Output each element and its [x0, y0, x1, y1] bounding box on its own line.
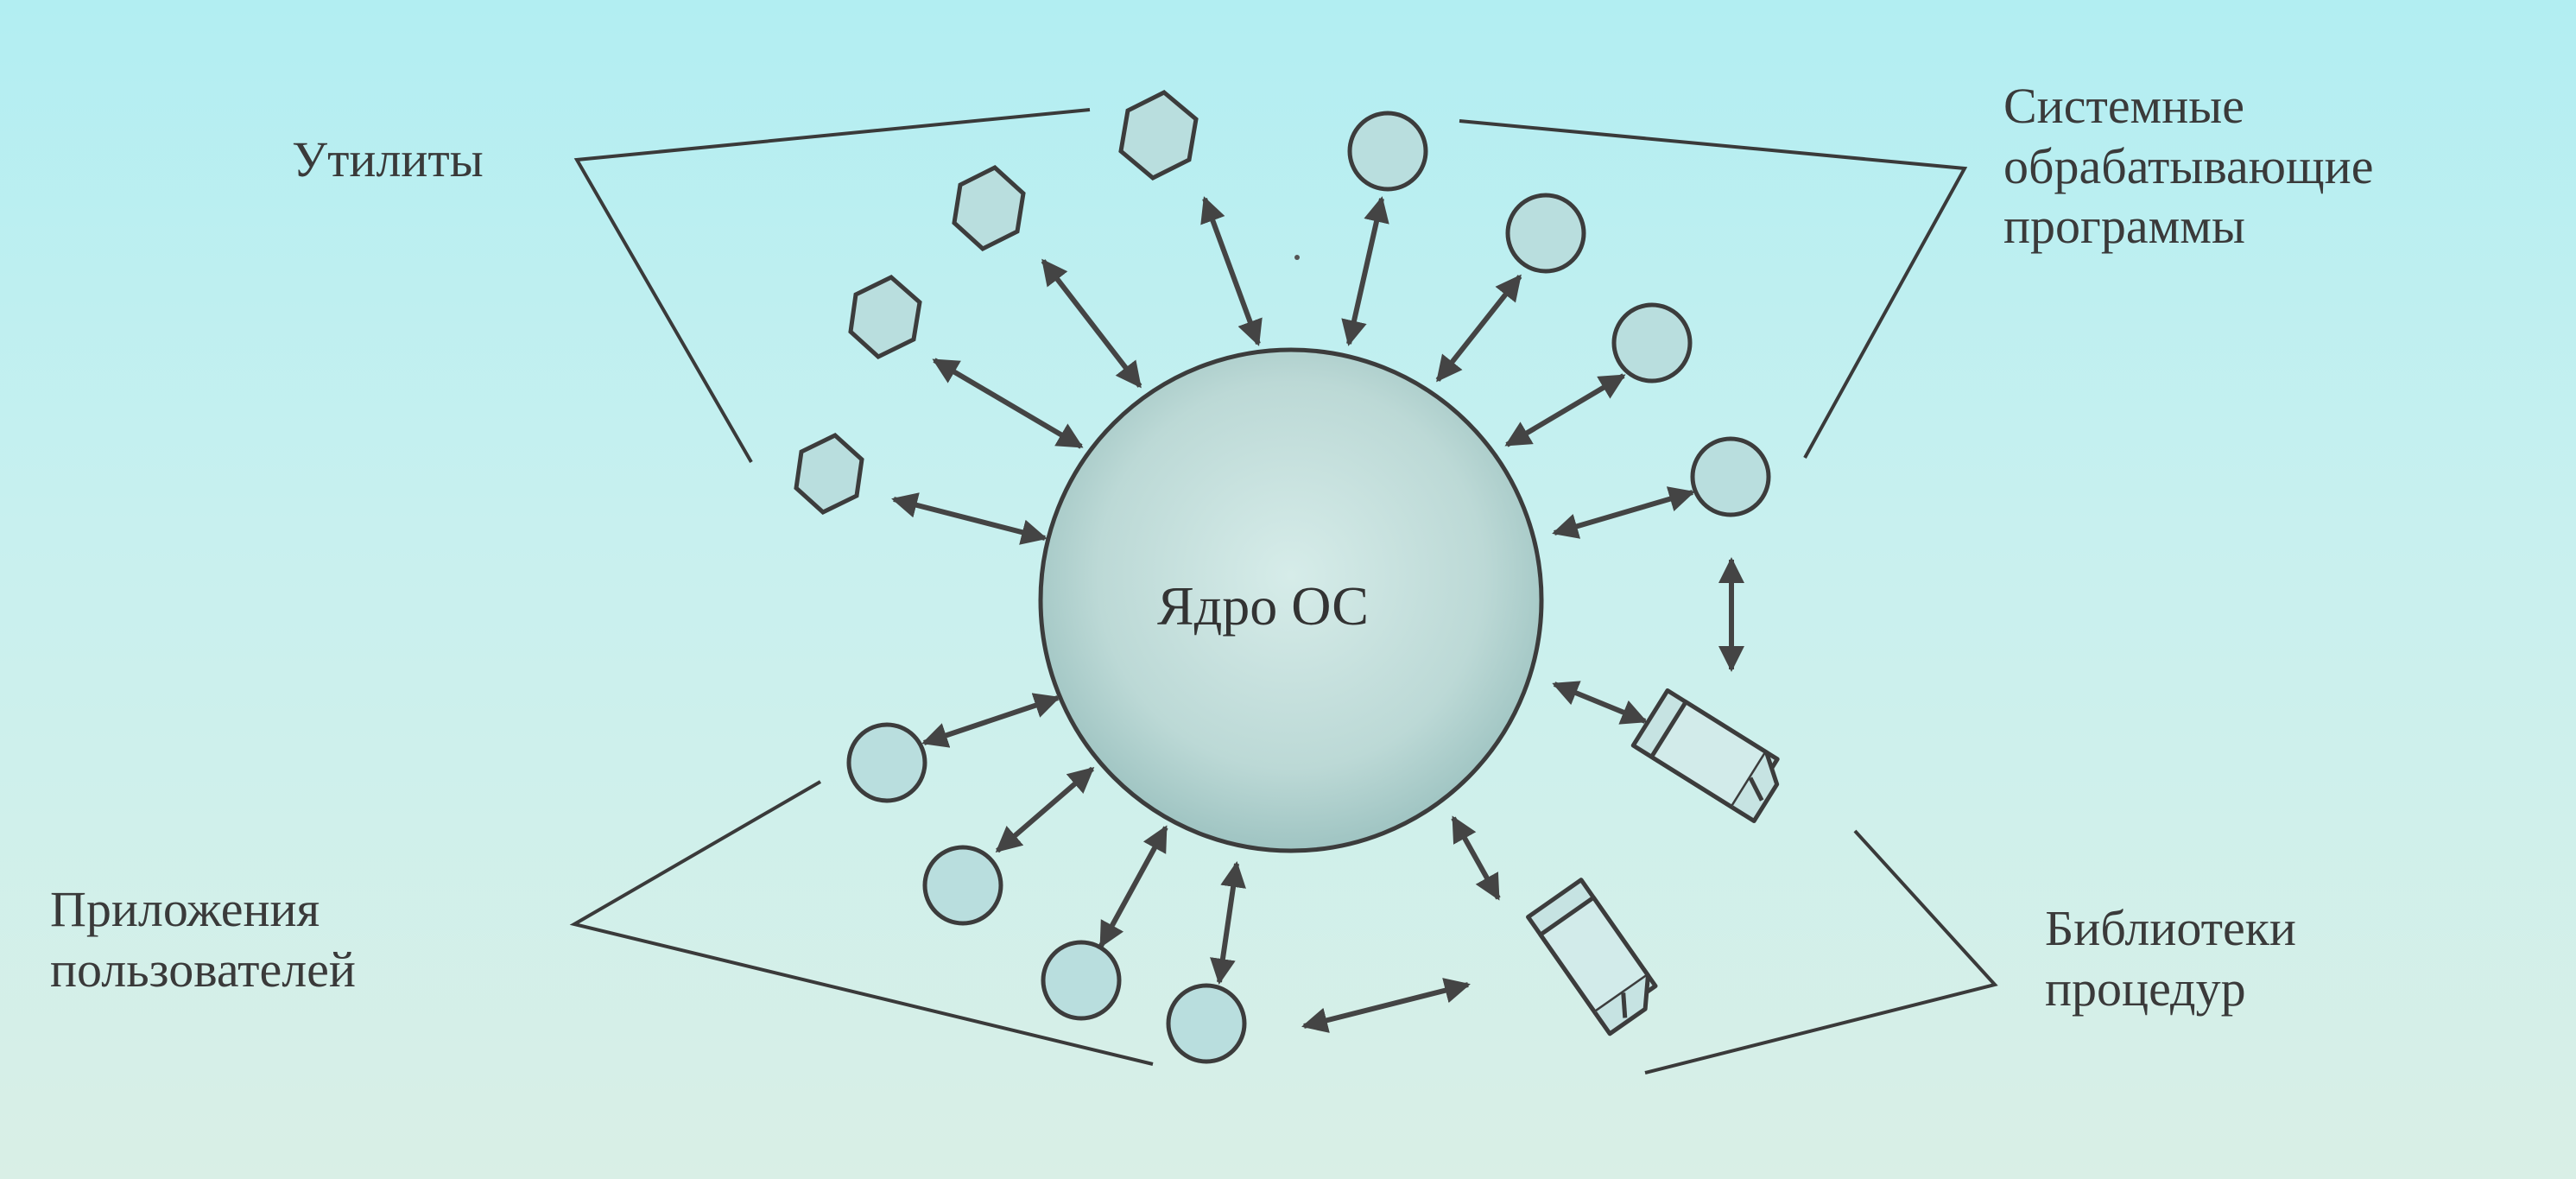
- arrow-app-1: [921, 693, 1060, 748]
- arrow-app-2: [995, 766, 1095, 853]
- system-program-circles: [1347, 111, 1771, 517]
- utility-hexagon-3: [952, 164, 1026, 252]
- utility-hexagon-1: [794, 433, 864, 515]
- user-app-circle-4: [1166, 983, 1247, 1064]
- arrow-sysprog-2: [1435, 274, 1522, 383]
- arrow-app-4-library: [1301, 978, 1471, 1033]
- speck-dot: [1294, 255, 1300, 260]
- procedure-libs-bracket: [1644, 829, 1998, 1074]
- utility-hexagon-2: [848, 275, 922, 359]
- arrow-sysprog-4: [1552, 486, 1695, 539]
- arrow-app-4: [1210, 861, 1246, 985]
- user-app-circles: [846, 722, 1247, 1064]
- arrow-sysprog-3: [1504, 373, 1626, 447]
- user-apps-label-line-1: Приложения: [50, 881, 320, 937]
- arrow-utility-4: [1200, 196, 1263, 346]
- utility-hexagons: [794, 90, 1199, 515]
- arrow-app-3: [1098, 825, 1168, 948]
- arrow-library-2: [1451, 815, 1501, 901]
- arrow-sysprog-1: [1341, 196, 1389, 346]
- user-app-circle-1: [846, 722, 927, 803]
- library-book-icon-2: [1526, 878, 1658, 1036]
- system-program-circle-1: [1347, 111, 1428, 192]
- utilities-label: Утилиты: [292, 131, 484, 187]
- os-kernel-circle: [1038, 347, 1544, 853]
- system-programs-bracket: [1459, 119, 1968, 459]
- arrow-utility-3: [1041, 258, 1142, 389]
- user-app-circle-2: [922, 845, 1003, 926]
- system-programs-label-line-1: Системные: [2003, 78, 2245, 134]
- system-programs-label: Системные обрабатывающие программы: [2003, 76, 2373, 257]
- procedure-libs-label: Библиотеки процедур: [2045, 898, 2296, 1018]
- system-program-circle-2: [1505, 193, 1586, 274]
- system-program-circle-4: [1690, 436, 1771, 517]
- procedure-library-icons: [1526, 688, 1780, 1036]
- procedure-libs-label-line-2: процедур: [2045, 960, 2246, 1017]
- utilities-bracket: [573, 108, 1091, 463]
- user-apps-bracket: [569, 780, 1154, 1066]
- system-program-circle-3: [1611, 302, 1693, 383]
- connection-arrows: [891, 196, 1744, 1033]
- system-programs-label-line-2: обрабатывающие: [2003, 137, 2374, 194]
- arrow-utility-1: [891, 492, 1047, 545]
- group-bracket-lines: [569, 108, 1998, 1074]
- os-kernel-label: Ядро ОС: [1157, 575, 1369, 637]
- arrow-library-1: [1552, 681, 1648, 725]
- user-apps-label: Приложения пользователей: [50, 879, 356, 999]
- user-app-circle-3: [1041, 940, 1122, 1021]
- arrow-utility-2: [932, 358, 1084, 449]
- library-book-icon-1: [1630, 688, 1780, 823]
- procedure-libs-label-line-1: Библиотеки: [2045, 900, 2296, 956]
- system-programs-label-line-3: программы: [2003, 198, 2245, 255]
- user-apps-label-line-2: пользователей: [50, 941, 356, 998]
- utility-hexagon-4: [1118, 90, 1199, 181]
